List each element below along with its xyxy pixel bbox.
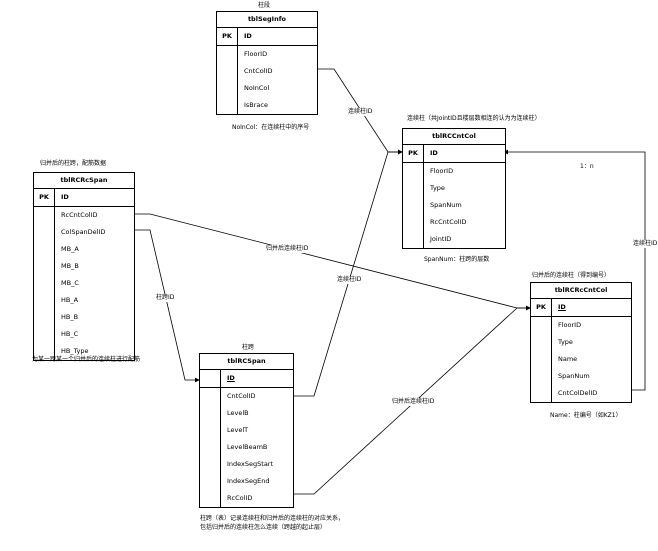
field: CntColDelID xyxy=(558,389,598,397)
field: RcCntColID xyxy=(430,218,467,226)
pk-marker xyxy=(200,370,221,387)
edge-span-to-cntcol xyxy=(292,149,403,397)
edge-label-span-cntcol: 连续柱ID xyxy=(337,276,362,284)
table-title: tblRCSpan xyxy=(200,354,293,370)
field: HB_C xyxy=(61,330,79,338)
cntcol-note: SpanNum：柱跨的层数 xyxy=(424,256,490,263)
edge-label-span-rccntcol: 归并后连续柱ID xyxy=(392,398,435,406)
seginfo-caption: 柱段 xyxy=(258,2,271,9)
field: FloorID xyxy=(430,167,454,175)
field: NoInCol xyxy=(244,84,270,92)
field: ColSpanDelID xyxy=(61,228,106,236)
rcspan-note: 为某一跨某一个归并后的连续柱进行配筋 xyxy=(32,356,141,363)
rcspan-caption: 归并后的柱跨，配筋数据 xyxy=(40,160,107,167)
pk-row: ID xyxy=(200,370,293,388)
field: LevelBeamB xyxy=(227,443,268,451)
span-caption: 柱跨 xyxy=(242,344,255,351)
table-title: tblSegInfo xyxy=(217,12,317,28)
field: HB_A xyxy=(61,296,79,304)
field: Name xyxy=(558,355,578,363)
field: JointID xyxy=(430,235,452,243)
table-rccntcol[interactable]: tblRCCntCol PK ID FloorID Type SpanNum R… xyxy=(402,128,506,249)
field: Type xyxy=(430,184,445,192)
field: IsBrace xyxy=(244,101,268,109)
cntcol-caption: 连续柱（共JointID且楼层数相连的认为为连续柱） xyxy=(407,115,541,122)
pk-marker: PK xyxy=(531,299,552,316)
table-title: tblRCCntCol xyxy=(403,129,505,145)
edge-label-rccntcol-cntcol: 连续柱ID xyxy=(633,240,658,248)
table-title: tblRCRcSpan xyxy=(34,173,134,189)
field: MB_B xyxy=(61,262,79,270)
field-id: ID xyxy=(430,149,438,157)
pk-row: PK ID xyxy=(531,299,631,317)
multiplicity-label: 1：n xyxy=(580,163,594,170)
span-note-line2: 包括归并后的连续柱怎么连续（跨越的起止层） xyxy=(200,524,327,531)
field: SpanNum xyxy=(558,372,590,380)
pk-row: PK ID xyxy=(217,28,317,46)
pk-marker: PK xyxy=(217,28,238,45)
span-note-line1: 柱跨（表）记录连续柱和归并后的连续柱的对应关系， xyxy=(200,515,345,522)
field-id: ID xyxy=(61,193,69,201)
table-seginfo[interactable]: tblSegInfo PK ID FloorID CntColID NoInCo… xyxy=(216,11,318,115)
pk-row: PK ID xyxy=(403,145,505,163)
field: LevelB xyxy=(227,409,249,417)
field-id: ID xyxy=(227,374,235,382)
table-title: tblRCRcCntCol xyxy=(531,283,631,299)
field: MB_C xyxy=(61,279,79,287)
field: FloorID xyxy=(244,50,268,58)
field: CntColID xyxy=(244,67,273,75)
table-rcrccntcol[interactable]: tblRCRcCntCol PK ID FloorID Type Name Sp… xyxy=(530,282,632,403)
field: LevelT xyxy=(227,426,249,434)
field: RcCntColID xyxy=(61,211,98,219)
rccntcol-caption: 归并后的连续柱（得到编号） xyxy=(532,272,611,279)
seginfo-note: NoInCol：在连续柱中的序号 xyxy=(232,124,310,131)
field: HB_B xyxy=(61,313,79,321)
edge-rcspan-to-span xyxy=(133,229,200,383)
field: MB_A xyxy=(61,245,79,253)
rccntcol-note: Name：柱编号（如KZ1） xyxy=(550,412,622,419)
edge-label-rcspan-rccntcol: 归并后连续柱ID xyxy=(266,245,309,253)
field: HB_Type xyxy=(61,347,89,355)
field-id: ID xyxy=(558,303,566,311)
field: IndexSegEnd xyxy=(227,477,270,485)
edge-rccntcol-to-cntcol xyxy=(503,149,646,391)
pk-row: PK ID xyxy=(34,189,134,207)
field: CntColID xyxy=(227,392,256,400)
edge-label-seginfo-cntcol: 连续柱ID xyxy=(348,108,373,116)
field: SpanNum xyxy=(430,201,462,209)
edge-label-rcspan-span: 柱跨ID xyxy=(156,294,175,302)
field: FloorID xyxy=(558,321,582,329)
table-rcrcspan[interactable]: tblRCRcSpan PK ID RcCntColID ColSpanDelI… xyxy=(33,172,135,361)
table-rcspan[interactable]: tblRCSpan ID CntColID LevelB LevelT Leve… xyxy=(199,353,294,508)
field: Type xyxy=(558,338,573,346)
pk-marker: PK xyxy=(34,189,55,206)
field: IndexSegStart xyxy=(227,460,274,468)
field-id: ID xyxy=(244,32,252,40)
pk-marker: PK xyxy=(403,145,424,162)
field: RcColID xyxy=(227,494,253,502)
